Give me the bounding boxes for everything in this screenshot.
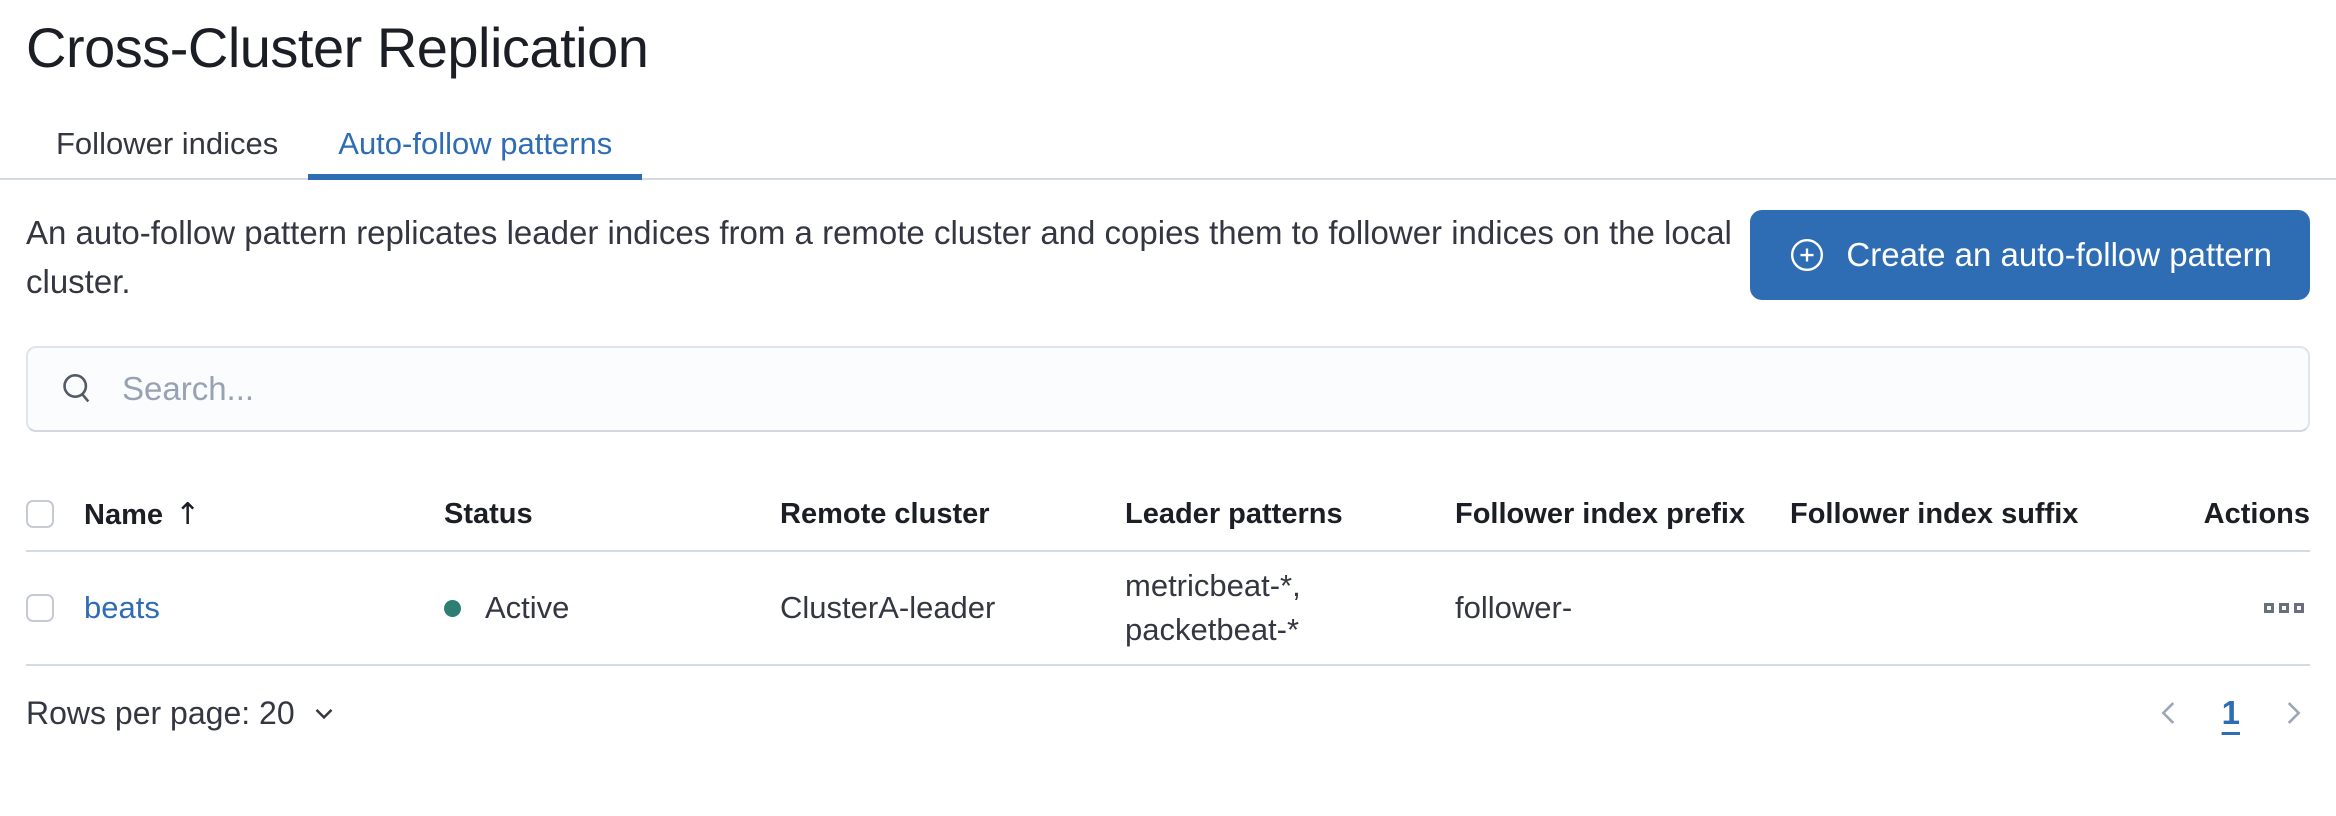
status-active-dot-icon (444, 599, 461, 617)
intro-section: An auto-follow pattern replicates leader… (26, 208, 2310, 306)
table-footer: Rows per page: 20 1 (26, 694, 2310, 732)
pattern-name-link[interactable]: beats (84, 590, 160, 626)
next-page-button[interactable] (2276, 696, 2310, 730)
rows-per-page-selector[interactable]: Rows per page: 20 (26, 695, 339, 732)
cell-name: beats (84, 590, 444, 626)
search-bar[interactable] (26, 346, 2310, 433)
plus-in-circle-icon (1788, 236, 1826, 274)
page-title: Cross-Cluster Replication (26, 16, 649, 79)
column-header-follower-index-suffix: Follower index suffix (1790, 497, 2079, 530)
column-header-name[interactable]: Name ↑ (84, 497, 444, 532)
row-checkbox[interactable] (26, 594, 54, 623)
cross-cluster-replication-page: Cross-Cluster Replication Follower indic… (0, 16, 2336, 816)
pagination: 1 (2152, 694, 2310, 732)
cell-actions (2200, 597, 2310, 619)
chevron-right-icon (2276, 696, 2310, 730)
table-row: beats Active ClusterA-leader metricbeat-… (26, 552, 2310, 667)
row-actions-button[interactable] (2258, 597, 2310, 619)
intro-description: An auto-follow pattern replicates leader… (26, 214, 1732, 301)
search-icon (58, 370, 96, 408)
search-input[interactable] (122, 370, 2278, 409)
create-button-label: Create an auto-follow pattern (1846, 236, 2272, 274)
tab-follower-indices[interactable]: Follower indices (26, 110, 308, 178)
status-label: Active (485, 590, 570, 626)
chevron-down-icon (309, 698, 339, 728)
header-checkbox-cell (26, 500, 84, 529)
tab-auto-follow-patterns[interactable]: Auto-follow patterns (308, 110, 643, 181)
boxes-horizontal-icon (2264, 603, 2274, 614)
auto-follow-patterns-table: Name ↑ Status Remote cluster Leader patte… (26, 478, 2310, 667)
cell-leader-patterns: metricbeat-*, packetbeat-* (1125, 568, 1301, 648)
column-header-actions: Actions (2203, 497, 2310, 530)
column-header-leader-patterns: Leader patterns (1125, 498, 1343, 531)
page-number-1[interactable]: 1 (2221, 694, 2240, 732)
column-header-status: Status (444, 497, 533, 530)
table-header-row: Name ↑ Status Remote cluster Leader patte… (26, 478, 2310, 553)
column-header-follower-index-prefix: Follower index prefix (1455, 497, 1746, 530)
tab-auto-follow-patterns-label: Auto-follow patterns (338, 126, 613, 162)
select-all-checkbox[interactable] (26, 500, 54, 529)
column-header-remote-cluster: Remote cluster (780, 497, 990, 530)
column-header-name-label: Name (84, 498, 163, 531)
cell-status: Active (444, 590, 780, 626)
cell-remote-cluster: ClusterA-leader (780, 590, 996, 626)
rows-per-page-label: Rows per page: 20 (26, 694, 295, 731)
chevron-left-icon (2152, 696, 2186, 730)
tab-bar: Follower indices Auto-follow patterns (0, 110, 2336, 181)
cell-follower-index-prefix: follower- (1455, 590, 1573, 626)
row-checkbox-cell (26, 594, 84, 623)
tab-follower-indices-label: Follower indices (56, 126, 279, 162)
sort-ascending-icon: ↑ (175, 496, 201, 532)
create-auto-follow-pattern-button[interactable]: Create an auto-follow pattern (1750, 210, 2310, 301)
previous-page-button[interactable] (2152, 696, 2186, 730)
